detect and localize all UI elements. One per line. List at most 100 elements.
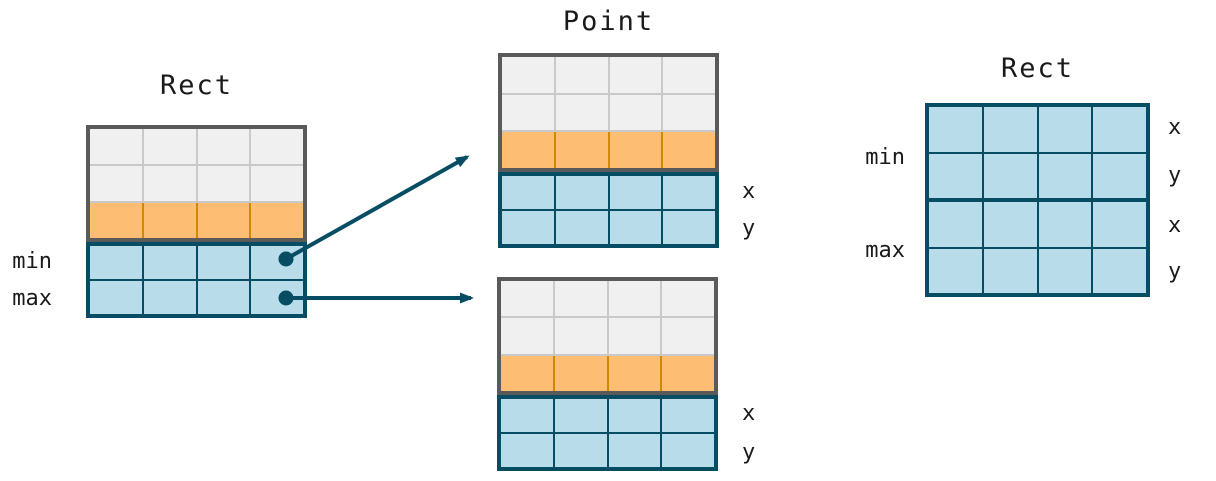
memory-cell (553, 132, 608, 169)
right-rect-label-min: min (865, 144, 905, 170)
memory-cell (981, 202, 1037, 247)
right-rect-title: Rect (1000, 53, 1075, 84)
memory-row-padding (502, 57, 715, 93)
memory-cell (195, 203, 250, 238)
memory-cell (1036, 107, 1092, 152)
memory-cell (90, 203, 142, 238)
memory-cell (661, 94, 715, 131)
memory-cell (249, 166, 303, 201)
left-rect-label-max: max (12, 285, 52, 311)
memory-cell (552, 355, 607, 391)
memory-cell (981, 153, 1037, 198)
memory-cell (1036, 202, 1092, 247)
left-rect-fields-section (86, 242, 307, 318)
memory-cell (501, 281, 553, 316)
memory-cell (981, 107, 1037, 152)
memory-row-field-min-y (929, 151, 1146, 199)
memory-cell (607, 57, 662, 93)
memory-cell (1091, 153, 1146, 198)
memory-cell (660, 281, 714, 317)
top-point-label-x: x (742, 178, 756, 204)
right-rect-label-y1: y (1168, 162, 1182, 188)
memory-row-padding (90, 164, 303, 201)
memory-cell (90, 281, 142, 314)
left-rect-label-min: min (12, 248, 52, 274)
memory-cell (661, 132, 715, 169)
memory-cell (660, 434, 714, 467)
memory-cell (1036, 248, 1092, 293)
memory-cell (981, 248, 1037, 293)
memory-cell (501, 399, 553, 432)
memory-cell (249, 129, 303, 164)
memory-cell (1036, 153, 1092, 198)
memory-row-highlight (502, 130, 715, 169)
memory-cell (249, 203, 303, 238)
memory-row-padding (501, 316, 714, 354)
memory-cell (1091, 202, 1146, 247)
memory-cell (552, 318, 607, 354)
bottom-point-fields-section (497, 395, 718, 471)
memory-cell (552, 434, 607, 467)
pointer-arrow-max-to-point (278, 290, 474, 306)
memory-row-field-y (501, 432, 714, 467)
memory-cell (553, 57, 608, 93)
memory-cell (141, 281, 196, 314)
memory-cell (249, 281, 303, 314)
memory-cell (90, 129, 142, 164)
memory-cell (660, 355, 714, 391)
top-point-title: Point (562, 6, 655, 37)
memory-cell (606, 399, 661, 432)
memory-row-highlight (90, 201, 303, 238)
memory-cell (606, 434, 661, 467)
right-rect-label-x2: x (1168, 212, 1182, 238)
memory-cell (607, 94, 662, 131)
memory-row-padding (90, 129, 303, 164)
memory-row-field-x (502, 176, 715, 209)
memory-cell (552, 399, 607, 432)
right-rect-label-x1: x (1168, 114, 1182, 140)
memory-row-field-min-x (929, 107, 1146, 152)
memory-row-field-x (501, 399, 714, 432)
right-rect-fields-section (925, 103, 1150, 297)
top-point-label-y: y (742, 215, 756, 241)
memory-cell (502, 95, 554, 131)
memory-cell (90, 166, 142, 201)
memory-cell (501, 434, 553, 467)
memory-cell (660, 318, 714, 354)
memory-cell (606, 355, 661, 391)
memory-cell (1091, 107, 1146, 152)
left-rect-title: Rect (159, 70, 234, 101)
memory-cell (607, 132, 662, 169)
memory-cell (929, 249, 982, 294)
memory-row-field-max (90, 279, 303, 314)
memory-cell (661, 176, 715, 209)
memory-cell (141, 129, 196, 164)
memory-cell (607, 211, 662, 244)
memory-cell (661, 57, 715, 93)
memory-cell (929, 154, 982, 199)
memory-cell (501, 356, 553, 391)
bottom-point-label-x: x (742, 400, 756, 426)
memory-cell (90, 246, 142, 279)
memory-cell (929, 107, 982, 152)
memory-cell (929, 202, 982, 247)
memory-row-field-max-x (929, 198, 1146, 247)
memory-cell (195, 246, 250, 279)
memory-cell (502, 57, 554, 93)
memory-cell (606, 318, 661, 354)
memory-cell (141, 246, 196, 279)
memory-row-field-min (90, 246, 303, 279)
memory-cell (660, 399, 714, 432)
memory-cell (607, 176, 662, 209)
right-rect-label-y2: y (1168, 258, 1182, 284)
memory-row-highlight (501, 353, 714, 391)
memory-cell (249, 246, 303, 279)
memory-cell (141, 166, 196, 201)
memory-cell (195, 281, 250, 314)
right-rect-label-max: max (865, 237, 905, 263)
memory-row-field-y (502, 209, 715, 244)
top-point-header-section (498, 53, 719, 172)
memory-cell (195, 129, 250, 164)
top-point-fields-section (498, 172, 719, 248)
